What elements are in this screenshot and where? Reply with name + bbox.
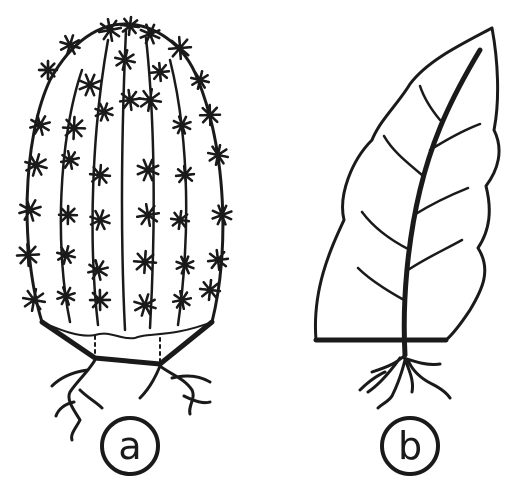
spine-cluster [134,251,156,273]
spine-cluster [138,160,158,180]
label-b-text: b [398,424,422,468]
spine-cluster [137,204,159,226]
cactus-cut-base [42,322,212,364]
spine-cluster [17,244,39,266]
spine-cluster [171,211,189,229]
label-a: a [102,418,158,474]
spine-cluster [139,89,161,111]
cactus-ribs [61,30,186,330]
spine-cluster [57,246,74,263]
spine-cluster [39,61,57,79]
spine-cluster [63,117,85,139]
spine-cluster [151,63,169,81]
cactus-illustration [17,17,231,440]
cactus-spine-clusters [17,17,231,315]
label-b: b [382,418,438,474]
spine-cluster [208,250,228,270]
spine-cluster [90,165,110,185]
spine-cluster [19,199,40,220]
leaf-midrib [404,50,480,355]
spine-cluster [88,260,107,279]
leaf-roots [360,355,450,408]
spine-cluster [121,17,139,35]
spine-cluster [99,19,121,41]
spine-cluster [59,206,77,224]
spine-cluster [200,105,220,125]
cactus-cut-edge [42,322,212,338]
spine-cluster [80,75,100,95]
label-a-text: a [118,424,141,468]
spine-cluster [169,37,191,59]
spine-cluster [200,280,220,300]
leaf-illustration [315,28,499,408]
spine-cluster [90,290,110,310]
spine-cluster [176,166,194,184]
